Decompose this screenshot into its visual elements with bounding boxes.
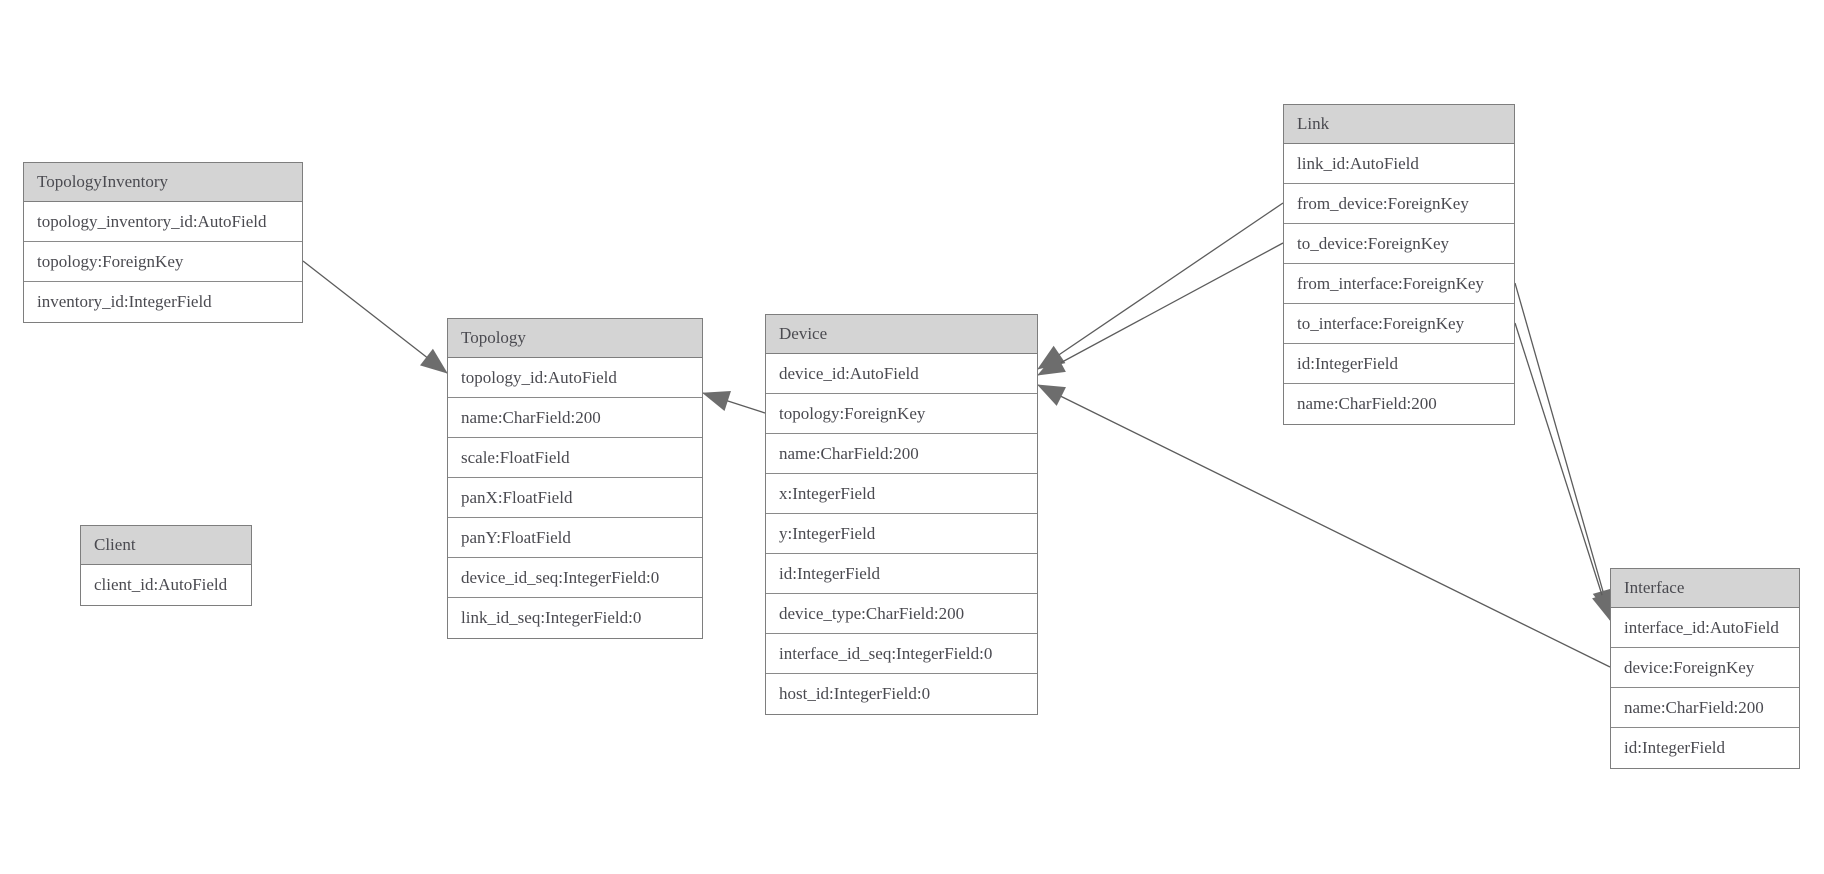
entity-device-field-row: host_id:IntegerField:0 bbox=[779, 684, 931, 703]
edge-device-to-topology bbox=[702, 390, 766, 414]
entity-interface-title: Interface bbox=[1611, 569, 1799, 608]
edge-link-from-interface-to-interface bbox=[1514, 282, 1613, 617]
entity-topology-field-row: topology_id:AutoField bbox=[448, 358, 702, 398]
entity-interface-field-row: interface_id:AutoField bbox=[1611, 608, 1799, 648]
entity-device-field-row: x:IntegerField bbox=[766, 474, 1037, 514]
edge-topology-inventory-to-topology bbox=[302, 260, 448, 374]
entity-link-field-row: name:CharField:200 bbox=[1297, 394, 1437, 413]
edge-interface-to-device bbox=[1037, 384, 1611, 668]
entity-topology-field-row: scale:FloatField bbox=[448, 438, 702, 478]
entity-client: Client client_id:AutoField bbox=[80, 525, 252, 606]
edge-link-to-interface-to-interface bbox=[1514, 322, 1613, 621]
entity-link-field-row: to_interface:ForeignKey bbox=[1284, 304, 1514, 344]
entity-topology-field-row: device_id_seq:IntegerField:0 bbox=[448, 558, 702, 598]
entity-device-field-row: device_id:AutoField bbox=[766, 354, 1037, 394]
entity-link-field-row: to_device:ForeignKey bbox=[1284, 224, 1514, 264]
entity-device-field-row: interface_id_seq:IntegerField:0 bbox=[766, 634, 1037, 674]
entity-topology-inventory-title: TopologyInventory bbox=[24, 163, 302, 202]
entity-topology-field-row: name:CharField:200 bbox=[448, 398, 702, 438]
entity-topology-field-row: panX:FloatField bbox=[448, 478, 702, 518]
entity-link-field-row: link_id:AutoField bbox=[1284, 144, 1514, 184]
edge-link-to-device-to-device bbox=[1037, 242, 1284, 376]
entity-interface-field-row: id:IntegerField bbox=[1624, 738, 1726, 757]
entity-topology-inventory-field-row: topology:ForeignKey bbox=[24, 242, 302, 282]
entity-topology-field-row: panY:FloatField bbox=[448, 518, 702, 558]
entity-topology-title: Topology bbox=[448, 319, 702, 358]
entity-device-title: Device bbox=[766, 315, 1037, 354]
entity-link-title: Link bbox=[1284, 105, 1514, 144]
entity-device-field-row: name:CharField:200 bbox=[766, 434, 1037, 474]
entity-link-field-row: from_device:ForeignKey bbox=[1284, 184, 1514, 224]
entity-device-field-row: y:IntegerField bbox=[766, 514, 1037, 554]
entity-link-field-row: id:IntegerField bbox=[1284, 344, 1514, 384]
entity-interface-field-row: name:CharField:200 bbox=[1611, 688, 1799, 728]
entity-device-field-row: id:IntegerField bbox=[766, 554, 1037, 594]
entity-topology-inventory-field-row: topology_inventory_id:AutoField bbox=[24, 202, 302, 242]
entity-topology-field-row: link_id_seq:IntegerField:0 bbox=[461, 608, 642, 627]
entity-client-field-row: client_id:AutoField bbox=[94, 575, 228, 594]
entity-interface-field-row: device:ForeignKey bbox=[1611, 648, 1799, 688]
entity-client-title: Client bbox=[81, 526, 251, 565]
edge-link-from-device-to-device bbox=[1037, 202, 1284, 370]
entity-topology-inventory-field-row: inventory_id:IntegerField bbox=[37, 292, 212, 311]
entity-device-field-row: topology:ForeignKey bbox=[766, 394, 1037, 434]
entity-link-field-row: from_interface:ForeignKey bbox=[1284, 264, 1514, 304]
entity-device-field-row: device_type:CharField:200 bbox=[766, 594, 1037, 634]
